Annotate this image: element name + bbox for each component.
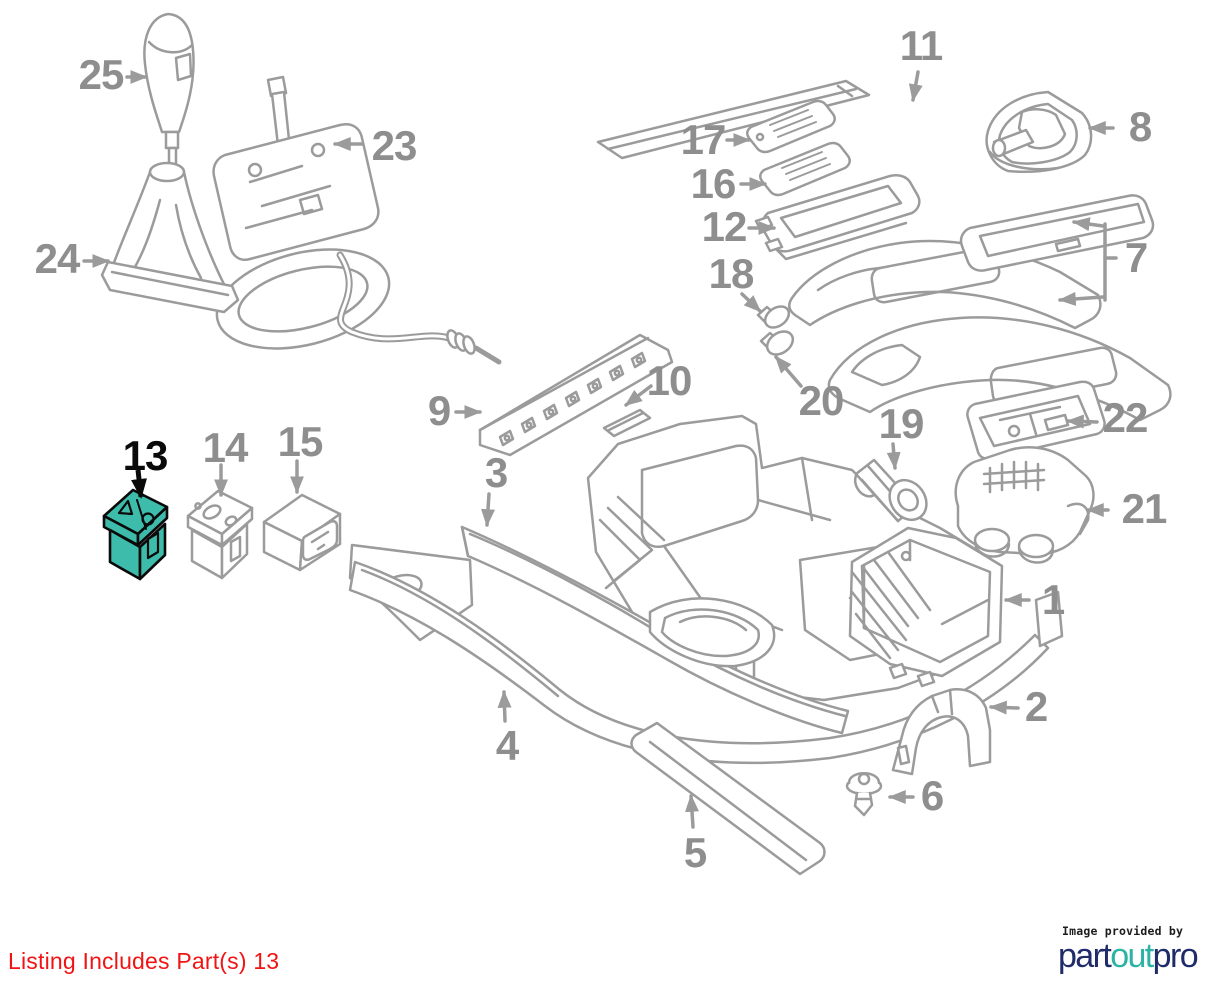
part-9-rail-drawing [478,333,674,457]
part-2-bracket-drawing [891,688,992,776]
part-label-10: 10 [646,357,693,404]
part-19-bushing-drawing [853,458,928,523]
part-21-cupholder-drawing [954,446,1095,564]
part-6-clip-drawing [845,772,883,817]
part-label-23: 23 [371,122,418,169]
part-7-tray-panel-drawing [959,194,1155,272]
part-8-rear-panel-drawing [985,90,1093,173]
part-label-15: 15 [277,418,324,465]
part-5-trim-strip-drawing [630,721,826,876]
part-label-17: 17 [680,116,727,163]
part-label-6: 6 [920,772,944,819]
part-label-8: 8 [1128,103,1152,150]
part-label-14: 14 [202,424,249,471]
part-label-11: 11 [899,22,943,69]
part-label-16: 16 [690,160,737,207]
logo-seg-out: out [1110,937,1154,975]
part-label-2: 2 [1024,683,1048,730]
part-label-20: 20 [798,377,845,424]
part-13-arrow [131,469,147,499]
logo-seg-pro: pro [1152,937,1199,975]
part-label-7: 7 [1124,234,1148,281]
callout-arrows [82,70,1118,829]
part-15-outlet-housing-drawing [262,493,342,572]
part-13-highlighted-switch-drawing [102,488,169,581]
part-label-19: 19 [878,400,925,447]
part-11-trim-bar-drawing [596,79,871,160]
part-22-insert-tray-drawing [966,380,1106,460]
partoutpro-logo: Image provided by partoutpro [1058,924,1218,975]
part-18-bulb-drawing [756,305,795,356]
part-label-25: 25 [78,51,125,98]
part-label-12: 12 [701,203,748,250]
console-scoop-trim-drawing [648,597,776,668]
part-label-3: 3 [484,449,508,496]
part-label-24: 24 [34,235,81,282]
part-label-21: 21 [1121,485,1168,532]
logo-caption: Image provided by [1062,924,1184,938]
part-23-shifter-assembly-drawing [212,75,502,365]
part-label-13-highlighted: 13 [122,432,169,479]
logo-seg-part: part [1058,937,1112,975]
part-label-1: 1 [1041,576,1065,623]
part-label-4: 4 [495,722,519,769]
part-10-clip-drawing [602,408,652,438]
part-1-console-bin-drawing [848,526,1004,688]
listing-note: Listing Includes Part(s) 13 [8,948,280,974]
logo-wordmark: partoutpro [1058,938,1218,975]
part-14-switch-drawing [186,489,254,580]
part-4-side-rail-drawing [348,543,1064,765]
part-label-5: 5 [683,829,707,876]
part-label-22: 22 [1102,394,1149,441]
part-label-18: 18 [708,250,755,297]
part-24-shift-boot-drawing [100,161,240,314]
part-label-9: 9 [427,387,451,434]
